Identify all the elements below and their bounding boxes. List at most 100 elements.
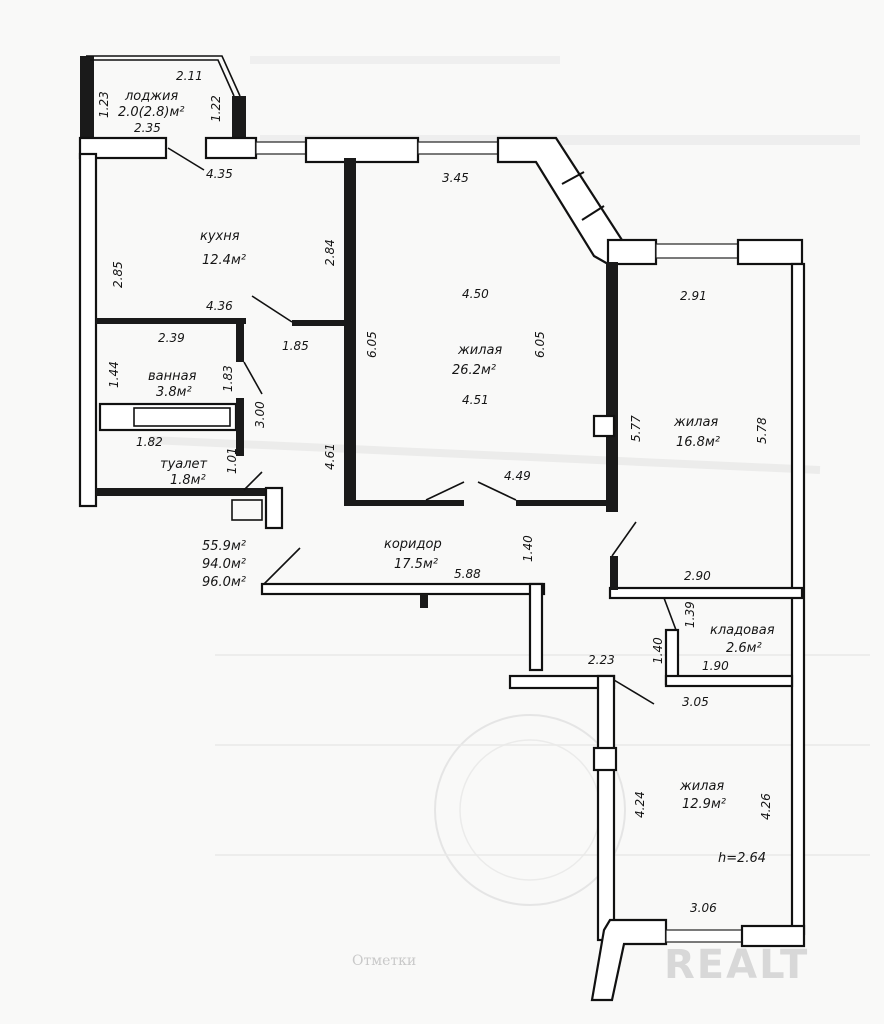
wall-bottom-bay (590, 918, 668, 1002)
toilet-shaft (231, 499, 263, 521)
dim-5-77: 5.77 (629, 415, 643, 442)
dimension-labels: 2.11 1.23 1.22 2.35 4.35 3.45 2.85 2.84 … (97, 69, 773, 915)
wall-bottom-right (740, 924, 806, 948)
door-toilet (243, 471, 263, 491)
dim-1-40-storage: 1.40 (651, 637, 665, 664)
window-kitchen (255, 141, 309, 155)
wall-kitchen-bath (96, 318, 246, 324)
toilet-area: 1.8м² (170, 473, 206, 488)
wall-right-top-left (606, 238, 658, 266)
dim-4-61: 4.61 (323, 443, 337, 470)
window-living-right (655, 243, 739, 259)
door-bottom-room (613, 679, 655, 705)
toilet-name: туалет (160, 457, 208, 472)
dim-3-45: 3.45 (442, 171, 469, 185)
dim-6-05-right: 6.05 (533, 331, 547, 358)
dim-1-90: 1.90 (702, 659, 729, 673)
ceiling-height: h=2.64 (718, 851, 766, 866)
stamp-seal-inner (459, 739, 601, 881)
corridor-stub (420, 594, 428, 608)
loggia-rail-inner (90, 59, 235, 97)
total-area-with-loggia: 96.0м² (202, 575, 246, 590)
wall-right-room-bottom (608, 586, 804, 600)
window-living-big (417, 141, 499, 155)
wall-loggia-right (232, 96, 246, 138)
dim-3-06: 3.06 (690, 901, 717, 915)
column-bottom (592, 746, 618, 772)
dim-2-23: 2.23 (588, 653, 615, 667)
dim-1-01: 1.01 (225, 447, 239, 474)
door-kitchen (251, 295, 293, 323)
column (592, 414, 616, 438)
dim-4-24: 4.24 (633, 791, 647, 818)
bg-stroke (149, 436, 821, 474)
room-labels: лоджия 2.0(2.8)м² кухня 12.4м² ванная 3.… (118, 89, 775, 866)
dim-2-90: 2.90 (684, 569, 711, 583)
storage-name: кладовая (710, 623, 775, 638)
wall-bath-door-jamb (236, 318, 244, 362)
wall-corridor-bottom (260, 582, 546, 596)
dim-2-84: 2.84 (323, 239, 337, 266)
dim-3-00: 3.00 (253, 401, 267, 428)
dim-2-35: 2.35 (134, 121, 161, 135)
dim-4-26: 4.26 (759, 793, 773, 820)
watermark-logo: REALT (664, 942, 809, 988)
loggia-area: 2.0(2.8)м² (118, 105, 185, 120)
bathtub (133, 407, 231, 427)
dim-1-82: 1.82 (136, 435, 163, 449)
dim-1-39: 1.39 (683, 601, 697, 628)
dim-2-91: 2.91 (680, 289, 707, 303)
dim-4-35: 4.35 (206, 167, 233, 181)
storage-area: 2.6м² (726, 641, 762, 656)
walls (78, 55, 806, 1002)
wall-living-right (606, 262, 618, 512)
door-bath (243, 361, 263, 395)
corridor-name: коридор (384, 537, 442, 552)
door-living-left (425, 481, 465, 501)
wall-kitchen-living (344, 158, 356, 504)
bay-joint (581, 205, 605, 221)
wall-bay-diagonal (496, 136, 624, 266)
wall-toilet-corner (264, 486, 284, 530)
bathroom-name: ванная (148, 369, 197, 384)
dim-1-83: 1.83 (221, 365, 235, 392)
wall-toilet-bottom (96, 488, 282, 496)
dim-2-39: 2.39 (158, 331, 185, 345)
living-bottom-name: жилая (679, 779, 724, 794)
door-right-room (611, 521, 637, 557)
dim-2-11: 2.11 (176, 69, 203, 83)
door-storage (663, 597, 677, 631)
loggia-name: лоджия (124, 89, 178, 104)
dim-4-50: 4.50 (462, 287, 489, 301)
wall-right-top-right (736, 238, 804, 266)
total-area: 94.0м² (202, 557, 246, 572)
door-corridor (263, 547, 301, 585)
wall-corridor-down (528, 582, 544, 672)
wall-loggia-left (80, 56, 94, 154)
stamp-seal (434, 714, 626, 906)
wall-living-bottom-right (516, 500, 618, 506)
wall-top-middle (304, 136, 420, 164)
door-loggia (167, 147, 205, 171)
living-bottom-area: 12.9м² (682, 797, 726, 812)
bay-joint (561, 171, 585, 185)
wall-bath-right (236, 398, 244, 456)
living-big-name: жилая (457, 343, 502, 358)
bg-text-marks: Отметки (352, 953, 416, 969)
dim-1-22: 1.22 (209, 95, 223, 122)
dim-4-51: 4.51 (462, 393, 489, 407)
dim-5-78: 5.78 (755, 417, 769, 444)
living-big-area: 26.2м² (452, 363, 496, 378)
living-right-name: жилая (673, 415, 718, 430)
wall-kitchen-stub (292, 320, 346, 326)
wall-living-bottom-left (344, 500, 464, 506)
kitchen-name: кухня (200, 229, 240, 244)
dim-5-88: 5.88 (454, 567, 481, 581)
corridor-area: 17.5м² (394, 557, 438, 572)
dim-2-85: 2.85 (111, 261, 125, 288)
dim-4-49: 4.49 (504, 469, 531, 483)
kitchen-area: 12.4м² (202, 253, 246, 268)
dim-1-44: 1.44 (107, 361, 121, 388)
